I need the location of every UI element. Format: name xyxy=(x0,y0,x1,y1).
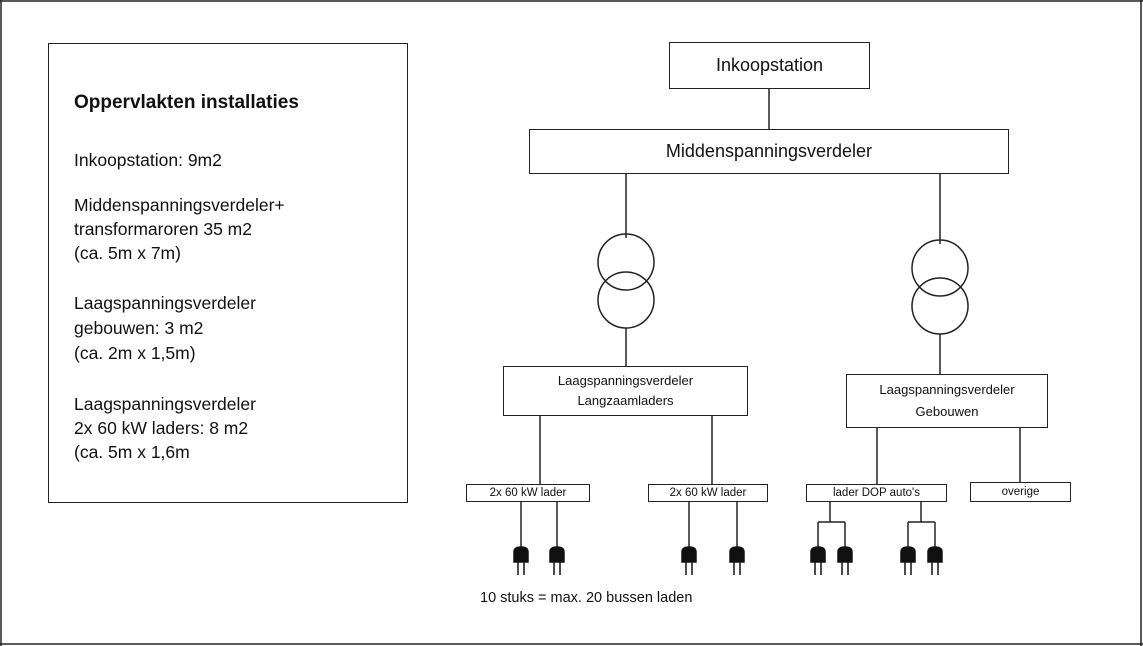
lsv-gebouwen-line2: Gebouwen xyxy=(915,404,979,419)
plug-icon xyxy=(549,546,565,575)
lader-dop-label: lader DOP auto's xyxy=(832,487,920,499)
plug-icon xyxy=(900,546,916,575)
lsv-langzaamladers-box: Laagspanningsverdeler Langzaamladers xyxy=(503,366,748,416)
lader-b-label: 2x 60 kW lader xyxy=(669,487,747,499)
lsv-langzaamladers-line2: Langzaamladers xyxy=(577,393,674,408)
middenspanningsverdeler-label: Middenspanningsverdeler xyxy=(665,141,873,161)
inkoopstation-label: Inkoopstation xyxy=(715,55,824,75)
lader-b-box: 2x 60 kW lader xyxy=(648,484,768,502)
legend-line: Laagspanningsverdeler xyxy=(74,394,256,414)
inkoopstation-box: Inkoopstation xyxy=(669,42,870,89)
lsv-gebouwen-box: Laagspanningsverdeler Gebouwen xyxy=(846,374,1048,428)
overige-box: overige xyxy=(970,482,1071,502)
legend-line: (ca. 2m x 1,5m) xyxy=(74,343,196,363)
overige-label: overige xyxy=(1001,486,1040,498)
plug-icon xyxy=(513,546,529,575)
legend-title: Oppervlakten installaties xyxy=(74,92,299,113)
caption: 10 stuks = max. 20 bussen laden xyxy=(480,590,693,606)
legend-line: Inkoopstation: 9m2 xyxy=(74,150,222,170)
middenspanningsverdeler-box: Middenspanningsverdeler xyxy=(529,129,1009,174)
transformer-coil-icon xyxy=(597,271,655,329)
legend-line: (ca. 5m x 7m) xyxy=(74,243,181,263)
plug-icon xyxy=(810,546,826,575)
legend-line: Laagspanningsverdeler xyxy=(74,293,256,313)
plug-icon xyxy=(681,546,697,575)
lader-dop-box: lader DOP auto's xyxy=(806,484,947,502)
legend-line: gebouwen: 3 m2 xyxy=(74,318,204,338)
legend-line: transformaroren 35 m2 xyxy=(74,219,252,239)
lader-a-box: 2x 60 kW lader xyxy=(466,484,590,502)
transformer-coil-icon xyxy=(597,233,655,291)
lsv-langzaamladers-line1: Laagspanningsverdeler xyxy=(557,373,694,388)
plug-icon xyxy=(729,546,745,575)
plug-icon xyxy=(927,546,943,575)
legend-line: 2x 60 kW laders: 8 m2 xyxy=(74,418,249,438)
transformer-coil-icon xyxy=(911,239,969,297)
legend-line: (ca. 5m x 1,6m xyxy=(74,442,190,462)
lader-a-label: 2x 60 kW lader xyxy=(489,487,567,499)
legend-line: Middenspanningsverdeler+ xyxy=(74,195,285,215)
legend-box xyxy=(48,43,408,503)
plug-icon xyxy=(837,546,853,575)
transformer-coil-icon xyxy=(911,277,969,335)
lsv-gebouwen-line1: Laagspanningsverdeler xyxy=(879,382,1015,397)
